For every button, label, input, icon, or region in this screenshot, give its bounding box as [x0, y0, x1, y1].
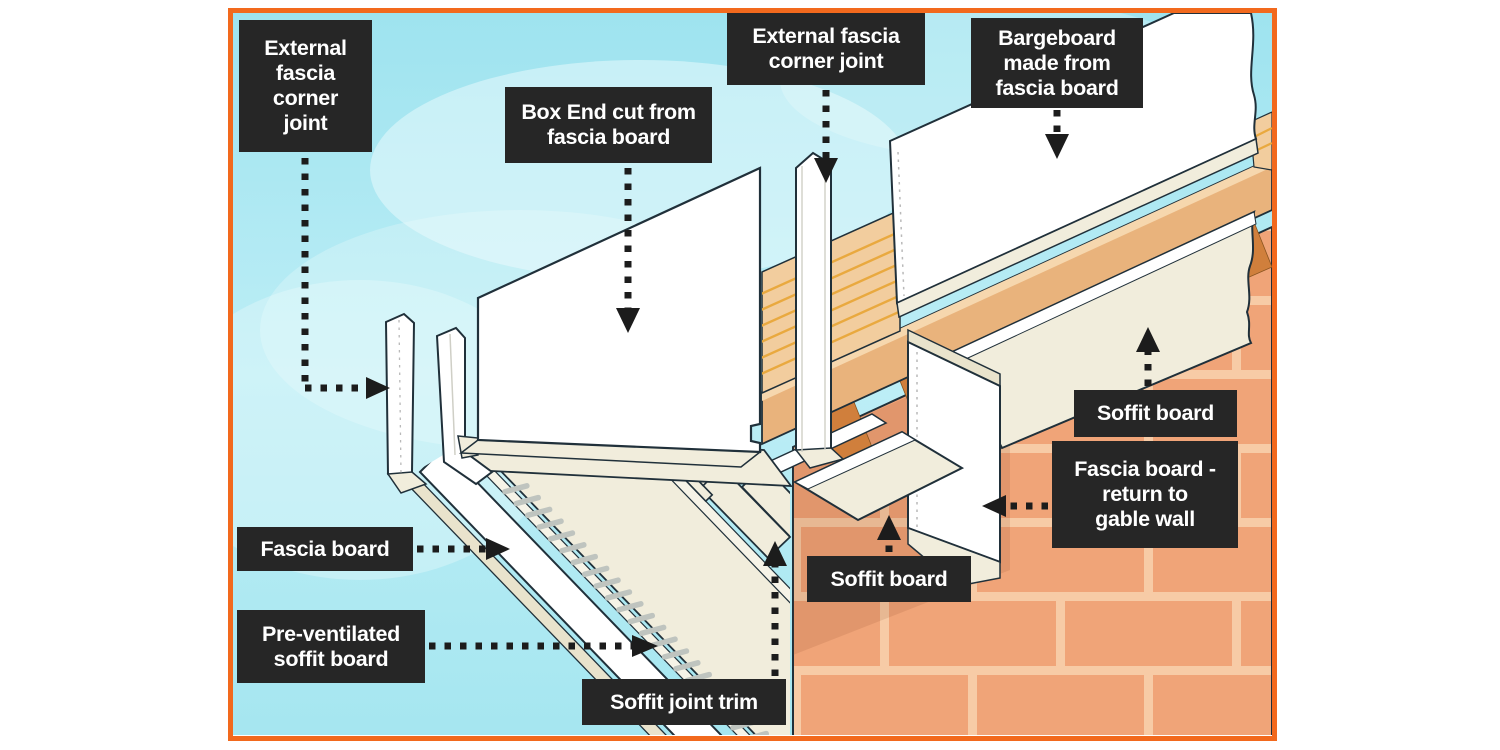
arrowhead-external-corner-joint-top: [814, 158, 838, 183]
label-soffit-board-mid: Soffit board: [807, 556, 971, 602]
bargeboard-fold-line: [897, 151, 905, 297]
label-external-fascia-corner-joint-left: External fascia corner joint: [239, 20, 372, 152]
label-fascia-board: Fascia board: [237, 527, 413, 571]
bargeboard: [888, 13, 1259, 319]
corner-joint-strip-left: [384, 312, 428, 494]
label-bargeboard: Bargeboard made from fascia board: [971, 18, 1143, 108]
label-fascia-return: Fascia board - return to gable wall: [1052, 441, 1238, 548]
arrowhead-soffit-board-mid: [877, 515, 901, 540]
label-pre-ventilated-soffit: Pre-ventilated soffit board: [237, 610, 425, 683]
fascia-return-piece: [907, 328, 1001, 587]
arrowhead-pre-ventilated: [632, 635, 658, 657]
label-soffit-joint-trim: Soffit joint trim: [582, 679, 786, 725]
arrowhead-external-corner-joint-left: [366, 377, 390, 399]
leader-external-corner-joint-left: [301, 158, 366, 392]
label-external-fascia-corner-joint-top: External fascia corner joint: [727, 13, 925, 85]
soffit-board-mid: [792, 430, 965, 522]
arrowhead-fascia-board: [486, 538, 510, 560]
label-box-end: Box End cut from fascia board: [505, 87, 712, 163]
arrowhead-soffit-joint-trim: [763, 541, 787, 566]
soffit-edge-trim-right: [547, 452, 790, 727]
diagram-frame-border: [228, 8, 1277, 741]
arrowhead-bargeboard: [1045, 134, 1069, 159]
label-soffit-board-right: Soffit board: [1074, 390, 1237, 437]
corner-joint-strip-top: [794, 151, 845, 469]
arrowhead-soffit-board-right: [1136, 327, 1160, 352]
arrowhead-fascia-return: [982, 495, 1006, 517]
arrowhead-box-end: [616, 308, 640, 333]
fascia-corner-return-piece: [435, 326, 494, 486]
